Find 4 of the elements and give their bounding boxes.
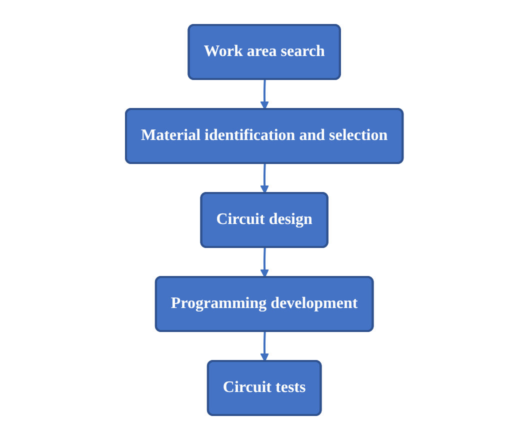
- arrow: [260, 330, 269, 362]
- arrow: [260, 78, 269, 110]
- arrow: [260, 246, 269, 278]
- arrow: [260, 162, 269, 194]
